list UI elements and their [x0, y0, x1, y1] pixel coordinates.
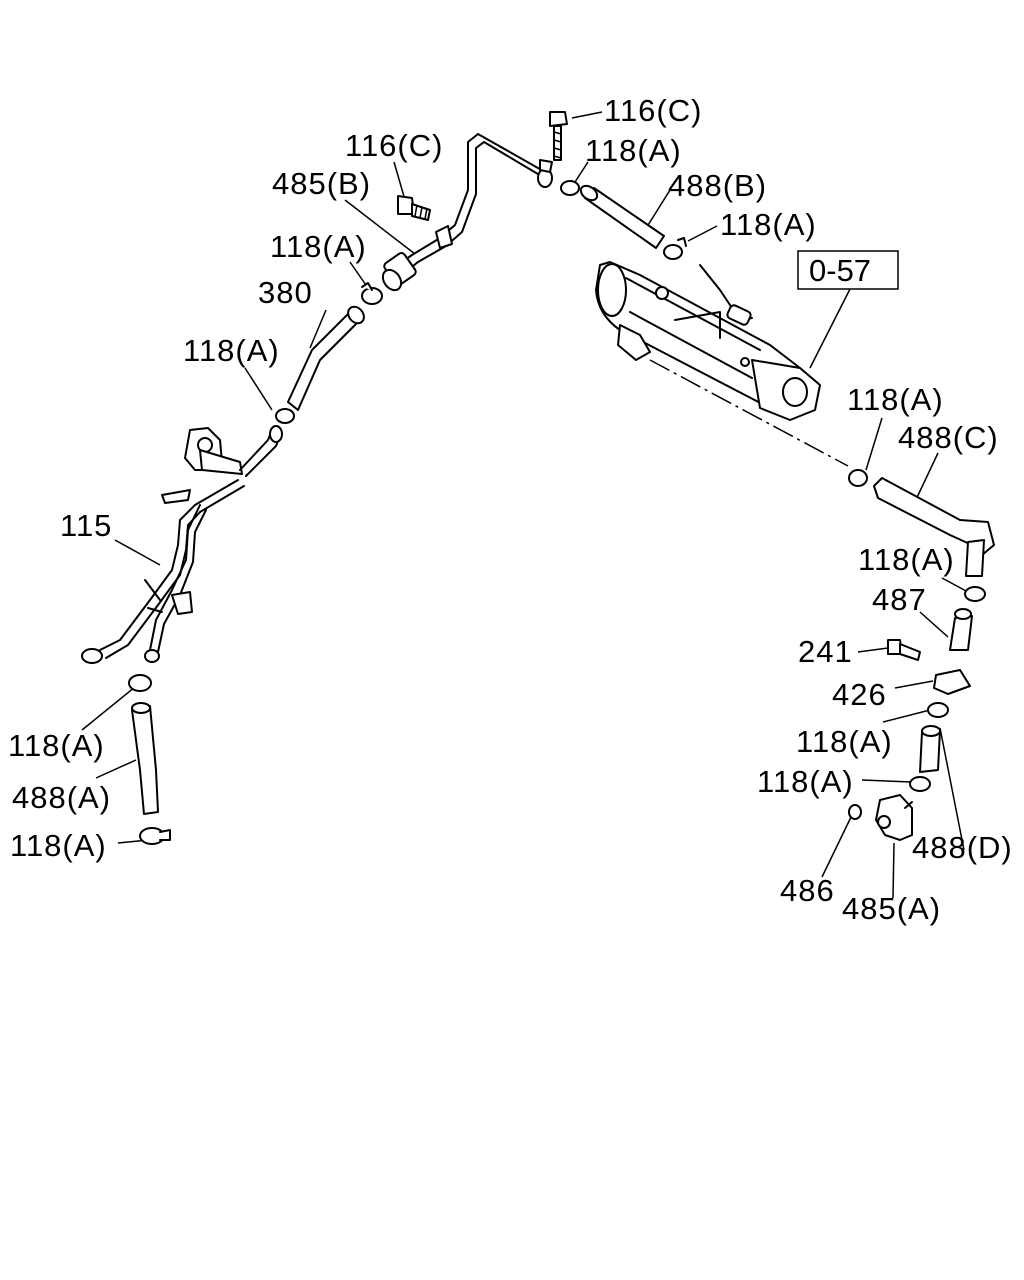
callout-118a-485a: 118(A) — [757, 764, 854, 799]
callout-487: 487 — [872, 582, 927, 617]
clamps-top — [275, 180, 687, 424]
reference-box: 0-57 — [797, 250, 899, 369]
callout-115: 115 — [60, 508, 112, 543]
hose-488b — [579, 184, 665, 249]
bolt-116c-top — [549, 111, 568, 161]
callout-488b: 488(B) — [668, 168, 767, 203]
callout-118a-380-top: 118(A) — [270, 229, 367, 264]
callout-486: 486 — [780, 873, 835, 908]
callout-118a-380-bottom: 118(A) — [183, 333, 280, 368]
callout-118a-426: 118(A) — [796, 724, 893, 759]
callout-485a: 485(A) — [842, 891, 941, 926]
callout-380: 380 — [258, 275, 313, 310]
hose-380 — [287, 305, 365, 411]
bolt-116c-left — [397, 195, 431, 221]
callout-488d: 488(D) — [912, 830, 1013, 865]
pipe-485b — [381, 133, 553, 292]
valve-487-and-fittings — [848, 586, 986, 841]
callout-485b: 485(B) — [272, 166, 371, 201]
callout-118a-487: 118(A) — [858, 542, 955, 577]
pipe-assembly-115 — [81, 425, 283, 664]
callout-labels: 116(C) 116(C) 118(A) 485(B) 488(B) 118(A… — [8, 93, 1013, 926]
callout-118a-488c: 118(A) — [847, 382, 944, 417]
hose-488c — [848, 469, 995, 577]
callout-116c-top: 116(C) — [604, 93, 702, 128]
callout-426: 426 — [832, 677, 887, 712]
reference-box-label: 0-57 — [809, 253, 871, 288]
callout-488a: 488(A) — [12, 780, 111, 815]
callout-118a-488a-top: 118(A) — [8, 728, 105, 763]
callout-118a-488b: 118(A) — [720, 207, 817, 242]
callout-488c: 488(C) — [898, 420, 999, 455]
callout-116c-left: 116(C) — [345, 128, 443, 163]
hose-488a — [128, 674, 171, 845]
callout-118a-488a-bottom: 118(A) — [10, 828, 107, 863]
callout-118a-top: 118(A) — [585, 133, 682, 168]
egr-cooler — [595, 261, 849, 467]
callout-241: 241 — [798, 634, 853, 669]
leader-lines — [81, 111, 969, 899]
